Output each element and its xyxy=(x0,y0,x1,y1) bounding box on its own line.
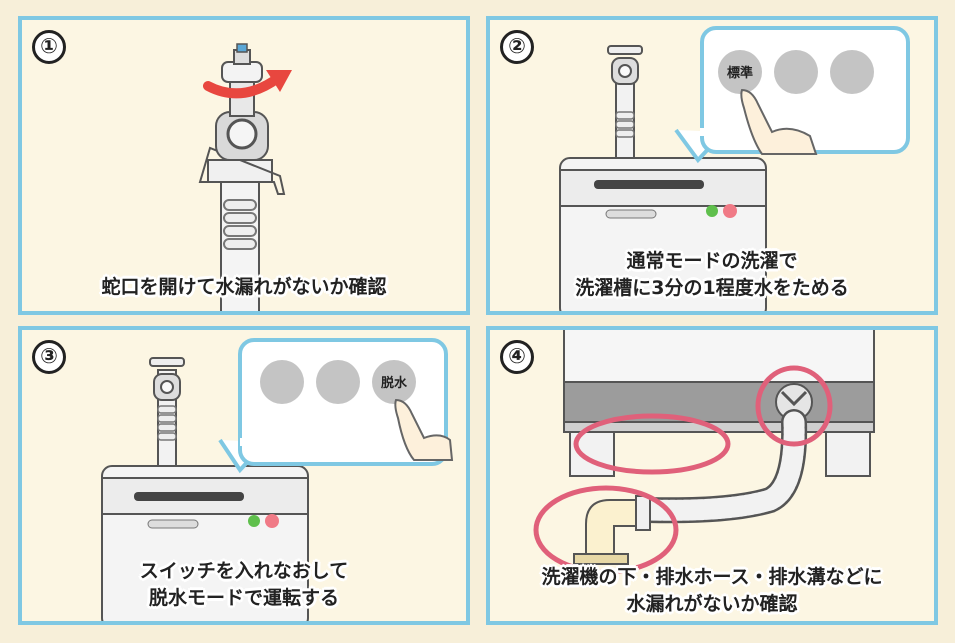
pointing-finger xyxy=(394,398,454,461)
step-1-panel: ① 蛇口を開けて水漏れがないか確認 xyxy=(18,16,470,315)
step-2-caption: 通常モードの洗濯で 洗濯槽に3分の1程度水をためる xyxy=(575,250,849,299)
highlight-circle-under-washer xyxy=(573,413,731,475)
pointing-finger xyxy=(740,88,818,155)
highlight-circle-drain xyxy=(533,485,679,575)
step-2-panel: ② 標準 通常モードの洗濯で 洗濯槽に3分の1程度水をためる xyxy=(486,16,938,315)
step-3-caption: スイッチを入れなおして 脱水モードで運転する xyxy=(139,560,349,609)
step-number: ③ xyxy=(32,340,66,374)
step-4-panel: ④ 洗濯機の下・排水ホース・排水溝などに 水漏れがないか確認 xyxy=(486,326,938,625)
faucet-opening-illustration xyxy=(198,43,292,311)
mode-button xyxy=(830,50,874,94)
spin-mode-button xyxy=(372,360,416,404)
step-1-caption: 蛇口を開けて水漏れがないか確認 xyxy=(101,276,387,298)
standard-button-label: 標準 xyxy=(727,65,753,81)
step-3-panel: ③ 脱水 スイッチを入れなおして 脱水モードで運転する xyxy=(18,326,470,625)
drain-hose-check-illustration xyxy=(533,330,875,575)
highlight-circle-hose-outlet xyxy=(755,365,833,447)
mode-button xyxy=(316,360,360,404)
mode-button xyxy=(774,50,818,94)
mode-button xyxy=(260,360,304,404)
step-number: ② xyxy=(500,30,534,64)
washer-filling-illustration: 標準 xyxy=(559,26,910,311)
washer-spin-mode-illustration: 脱水 xyxy=(101,338,454,621)
spin-button-label: 脱水 xyxy=(381,375,408,391)
standard-mode-button xyxy=(718,50,762,94)
rotation-arrow xyxy=(203,73,283,99)
step-4-caption: 洗濯機の下・排水ホース・排水溝などに 水漏れがないか確認 xyxy=(541,566,883,615)
step-number: ④ xyxy=(500,340,534,374)
step-number: ① xyxy=(32,30,66,64)
